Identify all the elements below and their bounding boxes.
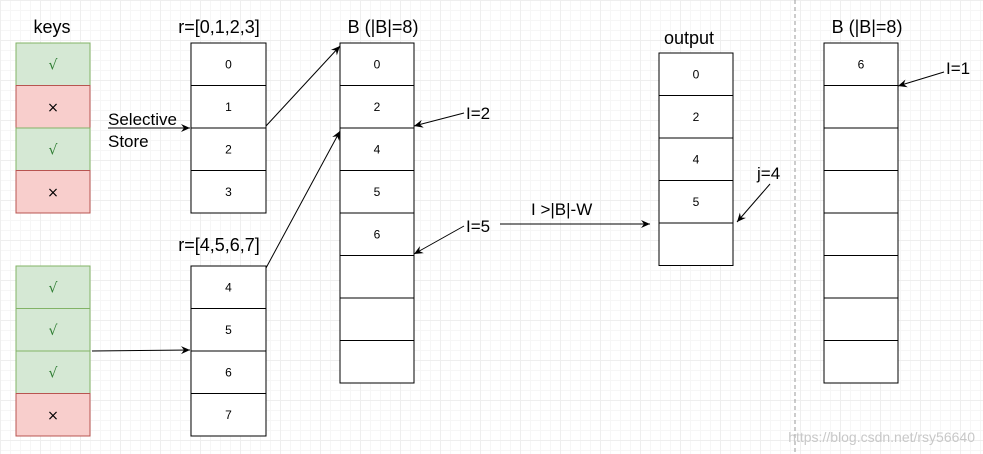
arrow-i5 (413, 225, 465, 255)
r2-cell-text: 6 (225, 365, 232, 379)
arrow-j4 (736, 183, 771, 223)
output-cell-text: 5 (693, 195, 700, 209)
r1-label: r=[0,1,2,3] (178, 17, 260, 37)
r2-cell (190, 350, 267, 394)
output-cell-text: 2 (693, 110, 700, 124)
condition-label: I >|B|-W (531, 200, 592, 219)
r2-cell-text: 7 (225, 408, 232, 422)
keys-group-2: √ √ √ × (15, 265, 91, 437)
b1-cell-text: 0 (374, 57, 381, 71)
b1-array: 0 2 4 5 6 (339, 42, 415, 384)
b2-cell (823, 170, 899, 214)
selective-store-line2: Store (108, 132, 149, 151)
b1-cell (339, 170, 415, 214)
b1-cell-text: 4 (374, 142, 381, 156)
b1-cell (339, 42, 415, 86)
b2-array: 6 (823, 42, 899, 384)
i1-label: I=1 (946, 59, 970, 78)
output-cell (658, 222, 734, 266)
r1-cell (190, 85, 267, 129)
key-cell-kept (15, 265, 91, 309)
keys-group-1: √ × √ × (15, 42, 91, 214)
b1-cell-text: 6 (374, 227, 381, 241)
b1-cell (339, 212, 415, 256)
check-mark-icon: √ (49, 323, 58, 339)
output-cell-text: 0 (693, 67, 700, 81)
r1-cell-text: 2 (225, 142, 232, 156)
b1-cell (339, 255, 415, 299)
b1-cell (339, 85, 415, 129)
arrow-i2 (413, 112, 465, 128)
i5-label: I=5 (466, 217, 490, 236)
b2-cell (823, 42, 899, 86)
key-cell-dropped (15, 85, 91, 129)
cross-mark-icon: × (47, 185, 59, 201)
selective-store-line1: Selective (108, 110, 177, 129)
r1-cell (190, 170, 267, 214)
b2-cell (823, 212, 899, 256)
key-cell-dropped (15, 393, 91, 437)
i2-label: I=2 (466, 104, 490, 123)
b2-cell-text: 6 (858, 57, 865, 71)
output-label: output (664, 28, 714, 48)
b2-cell (823, 255, 899, 299)
b2-cell (823, 85, 899, 129)
b2-cell (823, 297, 899, 341)
b1-cell (339, 340, 415, 384)
output-array: 0 2 4 5 (658, 52, 734, 266)
r1-cell (190, 42, 267, 86)
cross-mark-icon: × (47, 100, 59, 116)
r1-cell-text: 0 (225, 57, 232, 71)
b1-cell-text: 2 (374, 100, 381, 114)
arrow-r1-to-b (265, 45, 341, 127)
check-mark-icon: √ (49, 142, 58, 158)
r2-label: r=[4,5,6,7] (178, 235, 260, 255)
r2-cell (190, 393, 267, 437)
r2-cell-text: 5 (225, 323, 232, 337)
key-cell-kept (15, 308, 91, 352)
r2-cell (190, 265, 267, 309)
output-cell (658, 95, 734, 139)
b1-cell (339, 127, 415, 171)
r1-array: 0 1 2 3 (190, 42, 267, 214)
arrow-i1 (897, 71, 945, 88)
b1-label: B (|B|=8) (348, 17, 419, 37)
check-mark-icon: √ (49, 280, 58, 296)
arrow-r2-to-b (265, 130, 341, 269)
b2-cell (823, 340, 899, 384)
j4-label: j=4 (756, 164, 780, 183)
key-cell-kept (15, 42, 91, 86)
cross-mark-icon: × (47, 408, 59, 424)
check-mark-icon: √ (49, 365, 58, 381)
r1-cell-text: 3 (225, 185, 232, 199)
key-cell-dropped (15, 170, 91, 214)
r1-cell-text: 1 (225, 100, 232, 114)
b2-cell (823, 127, 899, 171)
output-cell-text: 4 (693, 152, 700, 166)
watermark: https://blog.csdn.net/rsy56640 (788, 429, 975, 445)
b1-cell-text: 5 (374, 185, 381, 199)
r2-cell-text: 4 (225, 280, 232, 294)
check-mark-icon: √ (49, 57, 58, 73)
b2-label: B (|B|=8) (832, 17, 903, 37)
b1-cell (339, 297, 415, 341)
r1-cell (190, 127, 267, 171)
arrow-keys2-to-r2 (91, 346, 191, 355)
output-cell (658, 52, 734, 96)
key-cell-kept (15, 350, 91, 394)
r2-array: 4 5 6 7 (190, 265, 267, 437)
arrows (91, 45, 945, 355)
keys-title: keys (33, 17, 70, 37)
r2-cell (190, 308, 267, 352)
